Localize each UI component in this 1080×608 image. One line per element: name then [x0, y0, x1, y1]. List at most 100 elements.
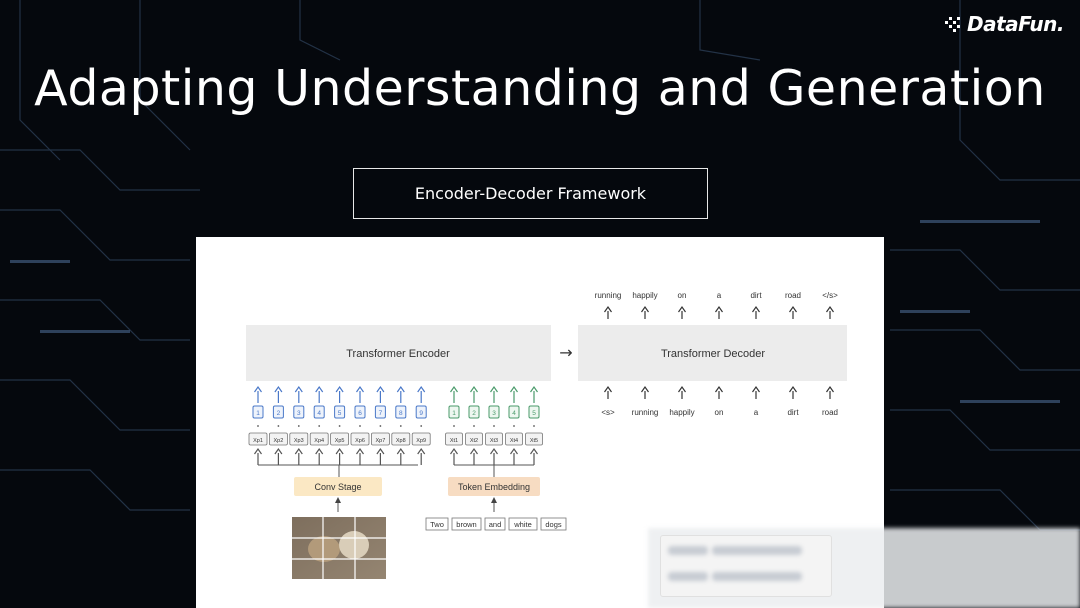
- encoder-input-arrow: [470, 385, 478, 403]
- encoder-input-arrow: [294, 385, 303, 403]
- text-token: Xt3: [490, 438, 498, 444]
- input-word-box: [484, 517, 506, 531]
- input-word-box: [540, 517, 567, 531]
- decoder-output-word: road: [785, 291, 801, 300]
- decoder-output-word: running: [595, 291, 622, 300]
- encoder-decoder-diagram: Transformer Encoder → Transformer Decode…: [246, 291, 847, 579]
- plus-dot: [453, 425, 455, 427]
- encoder-input-arrow: [315, 385, 324, 403]
- text-id-box: [528, 405, 540, 419]
- decoder-input-word: <s>: [601, 408, 615, 417]
- text-id: 4: [512, 410, 516, 417]
- framework-label: Encoder-Decoder Framework: [414, 184, 647, 203]
- input-word-box: [508, 517, 538, 531]
- patch-token-arrow: [294, 447, 303, 465]
- blurred-row: [668, 546, 708, 555]
- embedding-bracket: [454, 464, 534, 477]
- patch-id-box: [395, 405, 407, 419]
- logo-dots-icon: [945, 17, 961, 32]
- patch-id: 7: [379, 410, 383, 417]
- text-id-box: [468, 405, 480, 419]
- encoder-input-arrow: [356, 385, 364, 403]
- text-token-box: [445, 432, 463, 446]
- patch-token-box: [289, 432, 309, 446]
- diagram-panel: Transformer Encoder → Transformer Decode…: [196, 237, 884, 608]
- decoder-input-word: happily: [669, 408, 694, 417]
- patch-token-arrow: [274, 447, 283, 465]
- encoder-input-arrow: [490, 385, 498, 403]
- patch-id-box: [313, 405, 325, 419]
- plus-dot: [493, 425, 495, 427]
- text-token-arrow: [490, 447, 498, 465]
- plus-dot: [257, 425, 259, 427]
- input-word: white: [513, 520, 532, 529]
- decoder-input-word: road: [822, 408, 838, 417]
- encoder-input-arrow: [335, 385, 344, 403]
- transformer-encoder-block: [246, 325, 551, 381]
- encoder-input-arrow: [396, 385, 405, 403]
- token-embedding-box: [448, 477, 540, 496]
- encoder-input-arrow: [530, 385, 538, 403]
- encoder-input-arrow: [376, 385, 385, 403]
- conv-bracket: [258, 464, 418, 477]
- text-id: 3: [492, 410, 496, 417]
- transformer-decoder-block: [578, 325, 847, 381]
- input-word: and: [489, 520, 502, 529]
- patch-token-arrow: [315, 447, 324, 465]
- conv-stage-label: Conv Stage: [314, 482, 361, 492]
- patch-token-box: [330, 432, 350, 446]
- decoder-input-word: dirt: [787, 408, 799, 417]
- plus-dot: [513, 425, 515, 427]
- text-token-box: [485, 432, 503, 446]
- patch-token-box: [391, 432, 411, 446]
- decoder-output-arrow: [789, 305, 797, 319]
- dogs-image: [292, 517, 386, 579]
- encoder-input-arrow: [254, 385, 262, 403]
- text-id-box: [488, 405, 500, 419]
- encoder-input-arrows: [254, 385, 538, 403]
- patch-token-arrow: [396, 447, 405, 465]
- transformer-encoder-label: Transformer Encoder: [346, 348, 450, 360]
- patch-token-arrow: [376, 447, 385, 465]
- patch-token-box: [269, 432, 288, 446]
- patch-id-box: [354, 405, 366, 419]
- patch-token: Xp5: [335, 438, 345, 444]
- decoder-input-arrow: [715, 385, 723, 399]
- decoder-input-word: running: [632, 408, 659, 417]
- decoder-input-word: on: [715, 408, 724, 417]
- encoder-input-arrow: [417, 385, 426, 403]
- patch-id-box: [293, 405, 305, 419]
- text-token-arrow: [510, 447, 518, 465]
- decoder-output-arrow: [752, 305, 760, 319]
- transformer-decoder-label: Transformer Decoder: [661, 348, 765, 360]
- decoder-output-arrow: [715, 305, 723, 319]
- plus-dot: [533, 425, 535, 427]
- patch-token: Xp8: [396, 438, 406, 444]
- decoder-output-word: </s>: [822, 291, 838, 300]
- plus-dot: [277, 425, 280, 427]
- input-word-box: [451, 517, 482, 531]
- encoder-input-arrow: [450, 385, 458, 403]
- patch-token-box: [248, 432, 268, 446]
- input-word: dogs: [545, 520, 562, 529]
- text-token: Xt2: [470, 438, 478, 444]
- patch-id-box: [374, 405, 386, 419]
- text-token-arrow: [470, 447, 478, 465]
- patch-token-box: [309, 432, 329, 446]
- patch-token: Xp2: [274, 438, 284, 444]
- text-token: Xt4: [510, 438, 518, 444]
- text-token-arrow: [530, 447, 538, 465]
- datafun-logo: DataFun.: [945, 12, 1064, 36]
- patch-token-arrow: [335, 447, 344, 465]
- conv-stage-box: [294, 477, 382, 496]
- plus-dot: [420, 425, 423, 427]
- plus-dot: [318, 425, 321, 427]
- blurred-card: [660, 535, 832, 597]
- text-id-box: [448, 405, 460, 419]
- blurred-row: [712, 546, 802, 555]
